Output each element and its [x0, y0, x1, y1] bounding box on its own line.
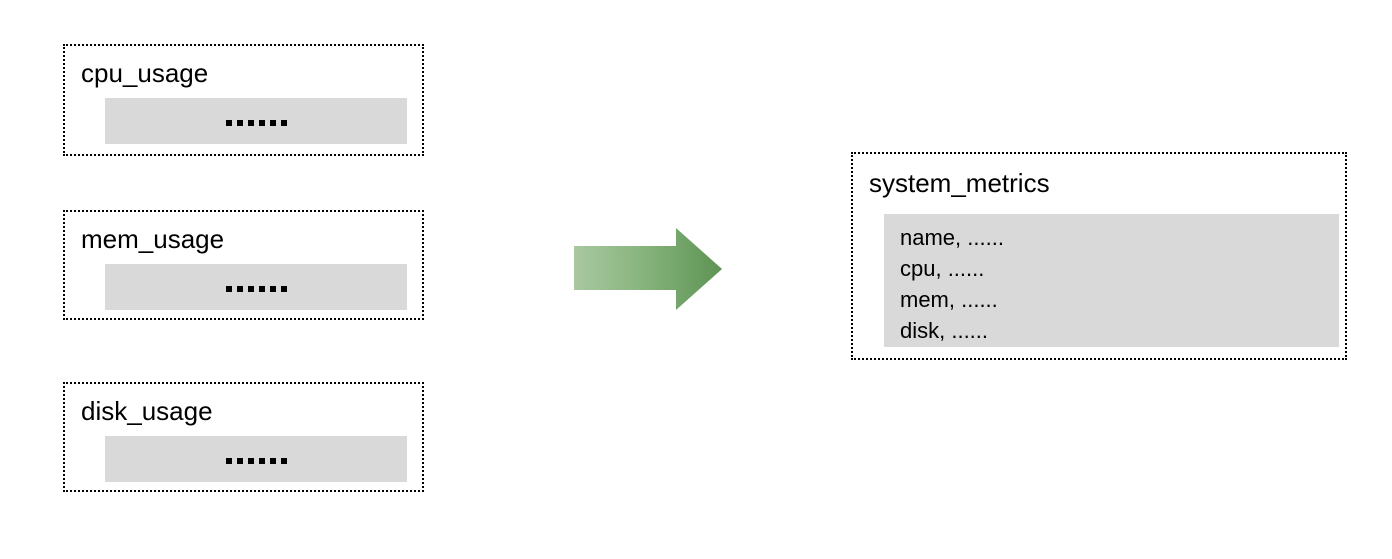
dot: [258, 286, 265, 292]
dot: [225, 286, 232, 292]
source-node-payload: [105, 264, 407, 310]
dot: [225, 458, 232, 464]
dot: [225, 120, 232, 126]
source-node-payload: [105, 98, 407, 144]
target-node-payload: name, ...... cpu, ...... mem, ...... dis…: [884, 214, 1339, 347]
dot: [280, 286, 287, 292]
target-node-system-metrics[interactable]: system_metrics name, ...... cpu, ...... …: [851, 152, 1347, 360]
dot: [269, 458, 276, 464]
source-node-title: disk_usage: [81, 396, 213, 426]
source-node-cpu-usage[interactable]: cpu_usage: [63, 44, 424, 156]
source-node-title: cpu_usage: [81, 58, 209, 88]
target-node-title: system_metrics: [869, 168, 1050, 198]
ellipsis-dots-icon: [105, 286, 407, 292]
source-node-title: mem_usage: [81, 224, 225, 254]
dot: [258, 120, 265, 126]
field-row: cpu, ......: [900, 256, 985, 281]
dot: [236, 120, 243, 126]
source-node-payload: [105, 436, 407, 482]
right-arrow-icon: [574, 228, 722, 310]
field-row: disk, ......: [900, 318, 989, 343]
dot: [247, 120, 254, 126]
dot: [236, 286, 243, 292]
ellipsis-dots-icon: [105, 458, 407, 464]
field-row: mem, ......: [900, 287, 998, 312]
dot: [269, 120, 276, 126]
dot: [258, 458, 265, 464]
field-row: name, ......: [900, 225, 1004, 250]
dot: [280, 120, 287, 126]
source-node-disk-usage[interactable]: disk_usage: [63, 382, 424, 492]
dot: [269, 286, 276, 292]
ellipsis-dots-icon: [105, 120, 407, 126]
dot: [247, 458, 254, 464]
dot: [236, 458, 243, 464]
dot: [280, 458, 287, 464]
dot: [247, 286, 254, 292]
source-node-mem-usage[interactable]: mem_usage: [63, 210, 424, 320]
